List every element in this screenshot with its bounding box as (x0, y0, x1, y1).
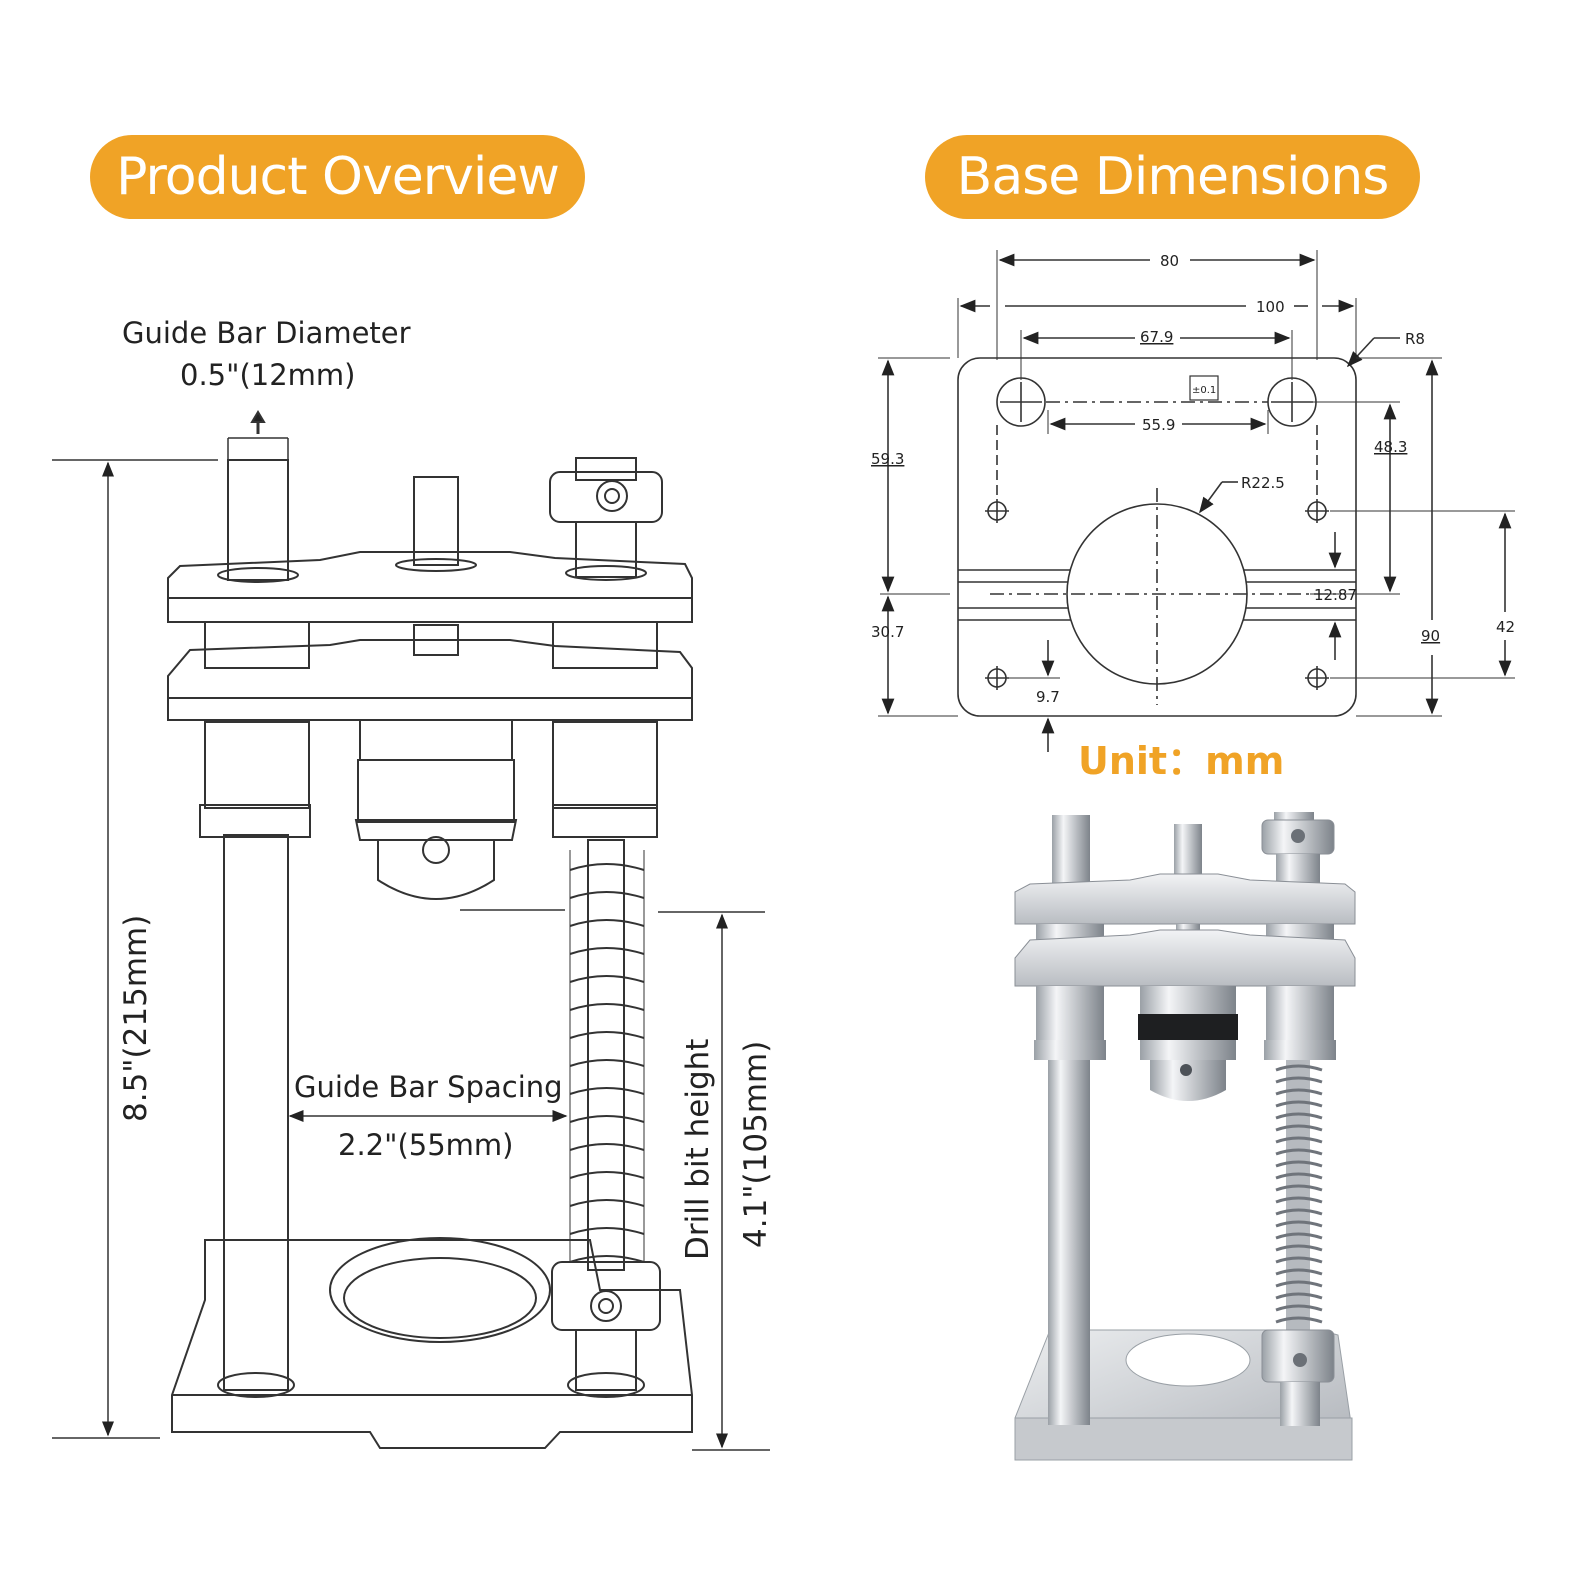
dim-9-7: 9.7 (1036, 688, 1060, 706)
dimension-labels: 80 100 67.9 R8 ±0.1 55.9 59.3 48.3 R22.5… (871, 252, 1515, 706)
dim-100: 100 (1256, 298, 1285, 316)
dim-80: 80 (1160, 252, 1179, 270)
base-dimension-drawing (878, 250, 1515, 752)
up-arrow-icon (250, 410, 266, 434)
guide-bar-spacing-value: 2.2"(55mm) (338, 1128, 514, 1162)
dim-12-87: 12.87 (1314, 586, 1357, 604)
dim-r8: R8 (1405, 330, 1425, 348)
dim-90: 90 (1421, 627, 1440, 645)
total-height-label: 8.5"(215mm) (118, 914, 154, 1122)
drill-bit-height-value: 4.1"(105mm) (738, 1040, 774, 1248)
guide-bar-diameter-title: Guide Bar Diameter (122, 316, 411, 350)
header-base-dimensions: Base Dimensions (925, 135, 1420, 219)
guide-bar-diameter-value: 0.5"(12mm) (180, 358, 356, 392)
dim-67-9: 67.9 (1140, 328, 1173, 346)
dim-r22-5: R22.5 (1241, 474, 1285, 492)
drill-stand-photo (1014, 812, 1356, 1461)
drill-stand-line-drawing (52, 410, 770, 1451)
dim-48-3: 48.3 (1374, 438, 1407, 456)
guide-bar-spacing-title: Guide Bar Spacing (294, 1070, 563, 1104)
drill-bit-height-title: Drill bit height (680, 1038, 716, 1260)
dim-30-7: 30.7 (871, 623, 904, 641)
dim-55-9: 55.9 (1142, 416, 1175, 434)
dim-tolerance: ±0.1 (1192, 385, 1216, 396)
dim-42: 42 (1496, 618, 1515, 636)
unit-label: Unit：mm (1078, 739, 1285, 783)
header-product-overview: Product Overview (90, 135, 585, 219)
dim-59-3: 59.3 (871, 450, 904, 468)
